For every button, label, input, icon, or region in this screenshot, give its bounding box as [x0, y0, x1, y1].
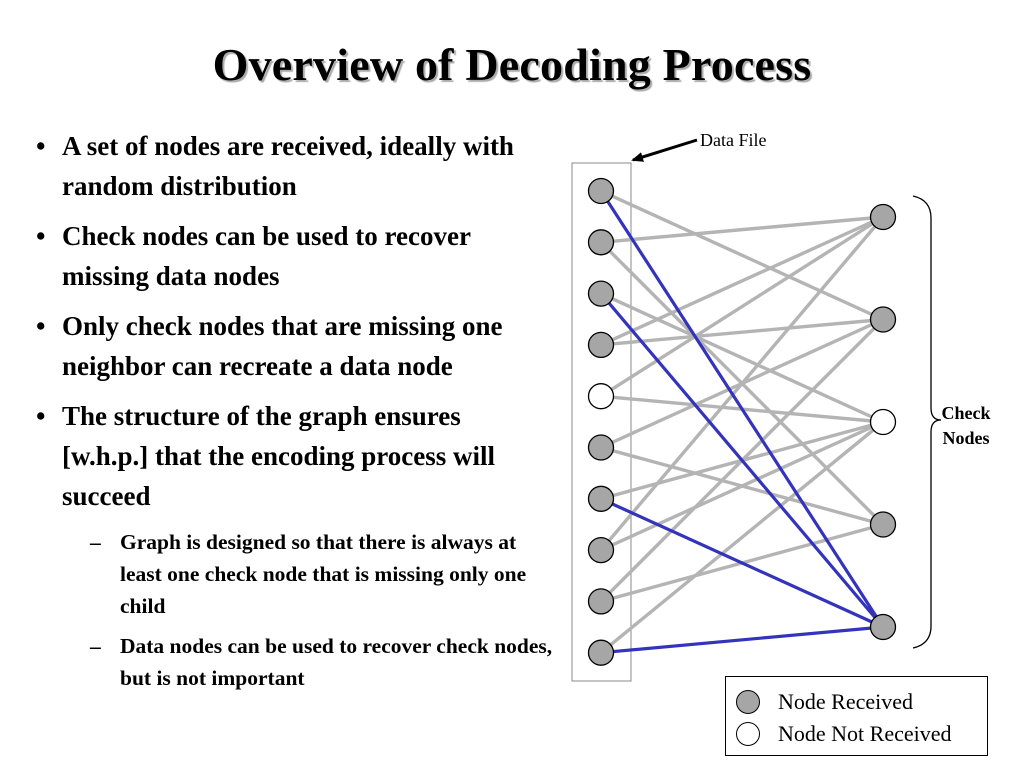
sub-bullet-item: – Data nodes can be used to recover chec… [32, 630, 560, 694]
recovery-edge [599, 190, 885, 628]
data-node-received [587, 536, 615, 564]
graph-edge [600, 420, 884, 552]
recovery-edge [600, 625, 884, 655]
sub-bullet-text: Graph is designed so that there is alway… [120, 530, 527, 618]
legend-label-not-received: Node Not Received [778, 721, 952, 746]
check-nodes-brace [912, 195, 942, 649]
bullet-text: Check nodes can be used to recover missi… [62, 221, 471, 291]
data-node-missing [587, 383, 615, 410]
data-node-received [587, 229, 615, 256]
check-nodes-label-line1: Check [942, 403, 991, 423]
graph-edge [600, 215, 884, 398]
bullet-marker: • [36, 311, 46, 341]
not-received-node-swatch [736, 722, 760, 746]
graph-edge [600, 189, 884, 322]
recovery-edge [600, 497, 884, 629]
data-node-received [587, 331, 615, 359]
bullet-text: Only check nodes that are missing one ne… [62, 311, 503, 381]
graph-edge [600, 215, 884, 347]
check-nodes-label-line2: Nodes [942, 428, 989, 448]
legend-label-received: Node Received [778, 689, 913, 714]
sub-bullet-marker: – [90, 634, 101, 658]
graph-edge [600, 317, 884, 347]
graph-edge [599, 420, 885, 655]
bullet-item: • A set of nodes are received, ideally w… [32, 126, 552, 206]
check-nodes [869, 203, 897, 641]
graph-edge [600, 215, 884, 244]
data-node-received [587, 485, 615, 512]
data-node-received [587, 639, 615, 666]
sub-bullet-item: – Graph is designed so that there is alw… [32, 526, 560, 622]
bullet-text: The structure of the graph ensures [w.h.… [62, 401, 496, 511]
data-node-received [587, 280, 615, 307]
check-node-missing [869, 408, 897, 436]
check-node-received [869, 613, 897, 641]
legend: Node Received Node Not Received [725, 676, 988, 756]
graph-edge [600, 292, 884, 424]
data-node-received [587, 588, 615, 615]
bullet-item: • Check nodes can be used to recover mis… [32, 216, 552, 296]
sub-bullet-text: Data nodes can be used to recover check … [120, 634, 553, 690]
check-node-received [869, 306, 897, 333]
bullet-item: • The structure of the graph ensures [w.… [32, 396, 552, 516]
bullet-marker: • [36, 131, 46, 161]
data-node-received [587, 434, 615, 461]
legend-row-not-received: Node Not Received [736, 719, 952, 749]
data-file-label: Data File [700, 130, 766, 150]
bullet-marker: • [36, 401, 46, 431]
received-node-swatch [736, 690, 760, 714]
data-node-received [587, 177, 615, 205]
bullet-marker: • [36, 221, 46, 251]
bullet-list: • A set of nodes are received, ideally w… [32, 126, 552, 702]
graph-edge [599, 215, 885, 552]
data-nodes [587, 177, 615, 666]
check-node-received [869, 511, 897, 538]
check-node-received [869, 203, 897, 231]
slide-title: Overview of Decoding Process [212, 39, 812, 90]
bullet-text: A set of nodes are received, ideally wit… [62, 131, 514, 201]
sub-bullet-marker: – [90, 530, 101, 554]
graph-edges [599, 189, 885, 655]
recovery-edge [599, 292, 885, 629]
bullet-item: • Only check nodes that are missing one … [32, 306, 552, 386]
legend-row-received: Node Received [736, 687, 913, 717]
data-file-arrow [631, 138, 698, 162]
